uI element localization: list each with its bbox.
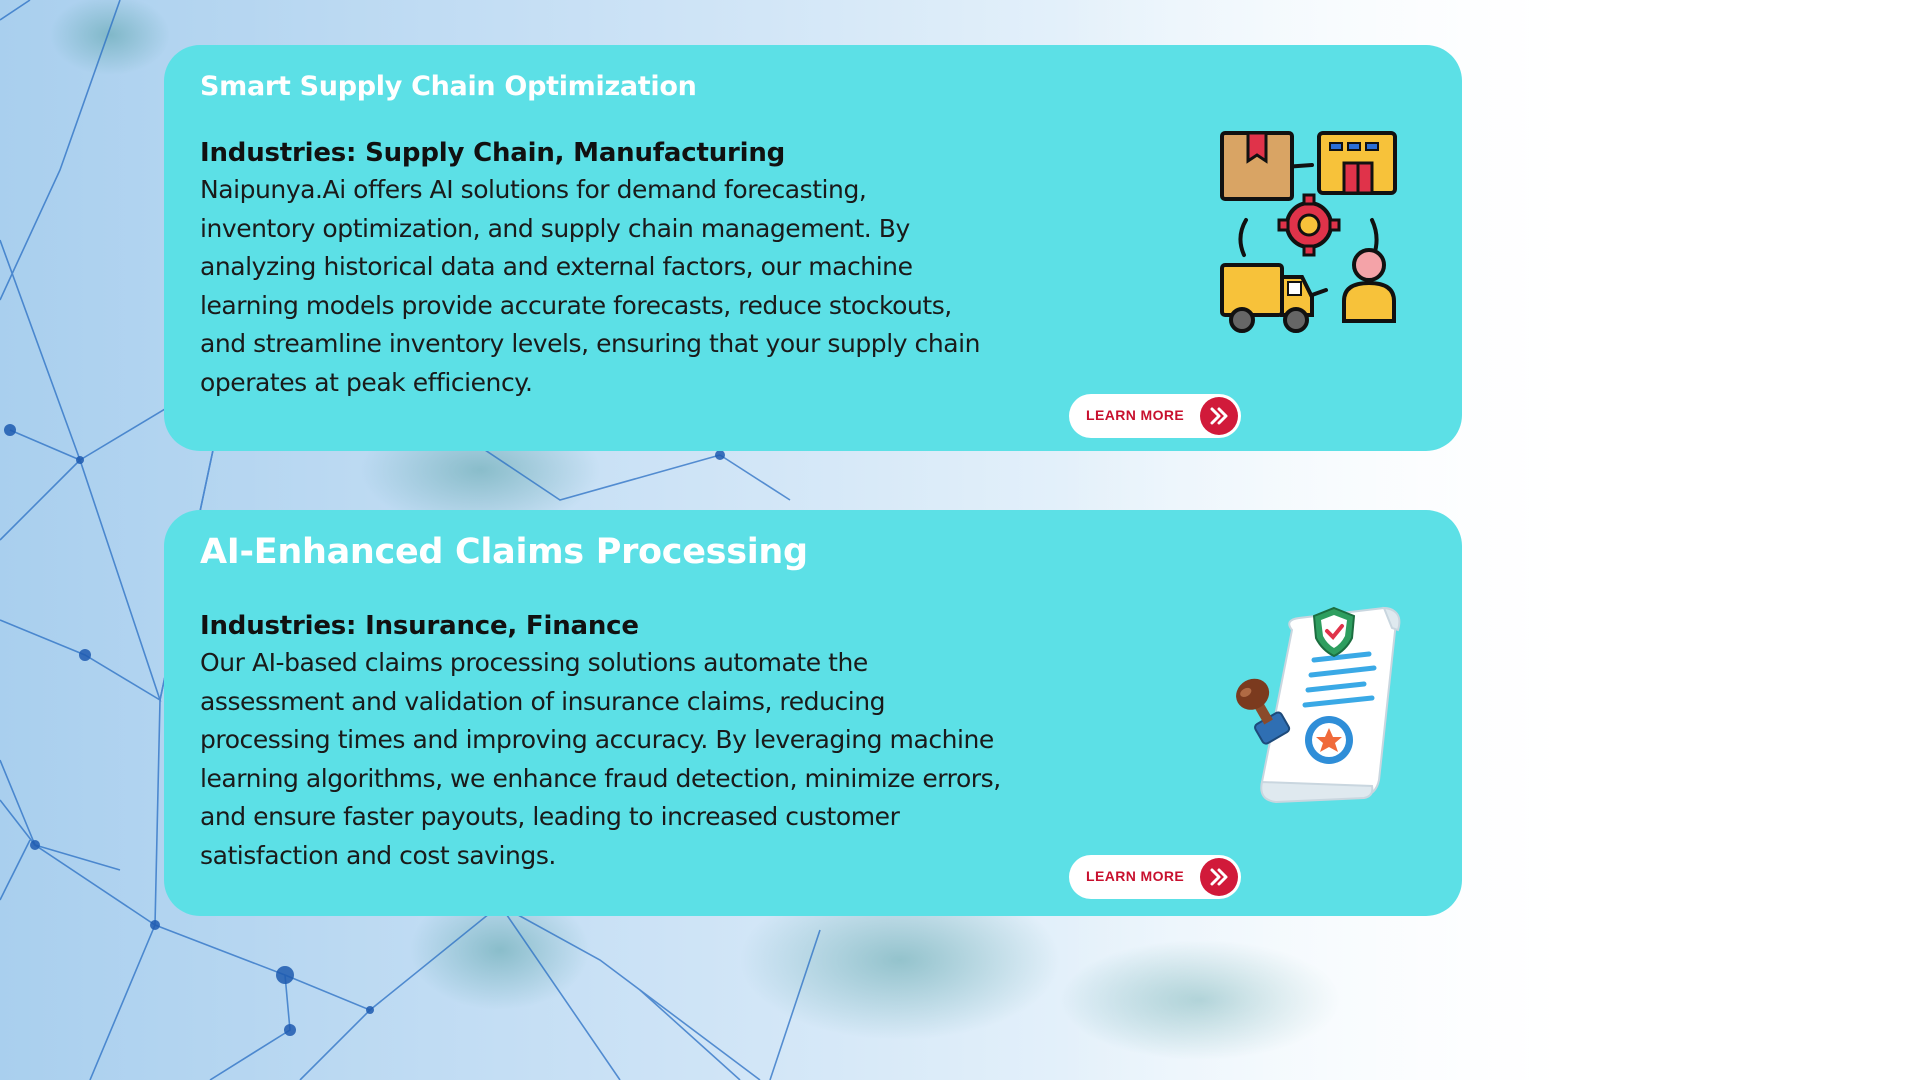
card-body: Industries: Supply Chain, Manufacturing … [200,135,1140,402]
description-line: learning algorithms, we enhance fraud de… [200,763,1001,793]
description-line: assessment and validation of insurance c… [200,686,886,716]
description-line: processing times and improving accuracy.… [200,725,994,754]
learn-more-button[interactable]: LEARN MORE [1069,394,1241,438]
supply-chain-icon [1204,125,1414,335]
description-line: inventory optimization, and supply chain… [200,213,910,243]
description-line: Our AI-based claims processing solutions… [200,648,868,677]
card-description: Naipunya.Ai offers AI solutions for dema… [200,171,1140,402]
card-title: AI-Enhanced Claims Processing [200,532,808,572]
description-line: operates at peak efficiency. [200,367,533,397]
card-description: Our AI-based claims processing solutions… [200,644,1140,875]
description-line: learning models provide accurate forecas… [200,290,952,320]
service-card-supply-chain: Smart Supply Chain Optimization Industri… [164,45,1462,451]
learn-more-label: LEARN MORE [1086,868,1185,884]
card-body: Industries: Insurance, Finance Our AI-ba… [200,608,1140,875]
insurance-claim-document-icon [1214,600,1414,810]
service-card-claims-processing: AI-Enhanced Claims Processing Industries… [164,510,1462,916]
learn-more-button[interactable]: LEARN MORE [1069,855,1241,899]
double-chevron-right-icon [1200,858,1238,896]
card-industries: Industries: Insurance, Finance [200,611,639,641]
double-chevron-right-icon [1200,397,1238,435]
description-line: Naipunya.Ai offers AI solutions for dema… [200,175,867,204]
card-industries: Industries: Supply Chain, Manufacturing [200,138,786,168]
card-title: Smart Supply Chain Optimization [200,71,697,102]
description-line: and ensure faster payouts, leading to in… [200,802,900,831]
learn-more-label: LEARN MORE [1086,407,1185,423]
description-line: satisfaction and cost savings. [200,840,556,870]
description-line: and streamline inventory levels, ensurin… [200,329,981,358]
description-line: analyzing historical data and external f… [200,252,913,281]
